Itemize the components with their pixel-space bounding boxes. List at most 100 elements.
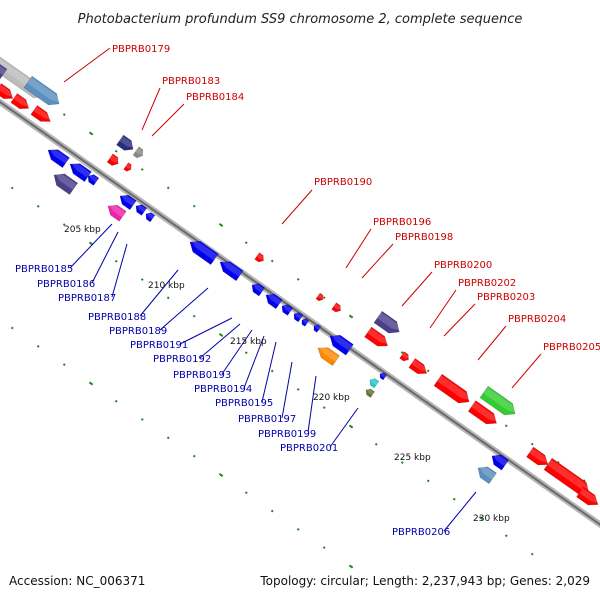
gene-steelblue[interactable] bbox=[23, 75, 63, 109]
gene-rev[interactable] bbox=[85, 172, 100, 186]
tick-marks bbox=[10, 76, 586, 569]
tick-mark bbox=[192, 204, 196, 208]
gene-fwd[interactable] bbox=[106, 153, 121, 168]
tick-mark bbox=[140, 418, 144, 421]
gene-fwd[interactable] bbox=[254, 252, 266, 264]
gene-purple[interactable] bbox=[0, 61, 8, 80]
tick-mark bbox=[218, 223, 224, 227]
scale-label-205: 205 kbp bbox=[64, 225, 101, 235]
gene-fwd[interactable] bbox=[123, 162, 134, 173]
tick-mark bbox=[400, 461, 404, 464]
gene-label-PBPRB0184[interactable]: PBPRB0184 bbox=[186, 92, 244, 103]
gene-rev[interactable] bbox=[300, 317, 310, 327]
gene-fwd[interactable] bbox=[30, 105, 54, 127]
tick-mark bbox=[10, 326, 14, 330]
tick-mark bbox=[166, 186, 170, 190]
gene-label-PBPRB0206[interactable]: PBPRB0206 bbox=[392, 527, 450, 538]
gene-rev[interactable] bbox=[67, 159, 92, 182]
gene-purple[interactable] bbox=[50, 169, 79, 195]
summary-text: Topology: circular; Length: 2,237,943 bp… bbox=[259, 574, 590, 588]
gene-label-PBPRB0192[interactable]: PBPRB0192 bbox=[153, 354, 211, 365]
gene-fwd[interactable] bbox=[467, 400, 500, 429]
gene-cyan[interactable] bbox=[368, 377, 380, 389]
gene-fwd[interactable] bbox=[433, 373, 473, 407]
gene-fwd[interactable] bbox=[315, 292, 325, 302]
accession-text: Accession: NC_006371 bbox=[9, 574, 145, 588]
gene-olive[interactable] bbox=[364, 387, 375, 398]
leader-line bbox=[141, 87, 161, 131]
gene-label-PBPRB0190[interactable]: PBPRB0190 bbox=[314, 177, 372, 188]
gene-features bbox=[0, 55, 600, 509]
leader-line bbox=[69, 223, 113, 269]
gene-label-PBPRB0186[interactable]: PBPRB0186 bbox=[37, 279, 95, 290]
gene-rev[interactable] bbox=[279, 302, 294, 316]
gene-rev[interactable] bbox=[312, 323, 322, 333]
gene-label-PBPRB0197[interactable]: PBPRB0197 bbox=[238, 414, 296, 425]
gene-rev[interactable] bbox=[117, 192, 137, 211]
gene-label-PBPRB0188[interactable]: PBPRB0188 bbox=[88, 312, 146, 323]
gene-rev[interactable] bbox=[144, 211, 156, 223]
gene-fwd[interactable] bbox=[0, 83, 16, 103]
gene-label-PBPRB0179[interactable]: PBPRB0179 bbox=[112, 44, 170, 55]
gene-fwd[interactable] bbox=[10, 93, 32, 113]
gene-green[interactable] bbox=[479, 385, 519, 419]
leader-line bbox=[139, 269, 179, 317]
gene-label-PBPRB0194[interactable]: PBPRB0194 bbox=[194, 384, 252, 395]
tick-mark bbox=[244, 241, 248, 245]
tick-mark bbox=[478, 516, 484, 521]
gene-steelblue[interactable] bbox=[474, 463, 497, 485]
gene-magenta[interactable] bbox=[105, 201, 127, 222]
gene-rev[interactable] bbox=[45, 145, 70, 168]
gene-rev[interactable] bbox=[489, 451, 509, 471]
gene-label-PBPRB0203[interactable]: PBPRB0203 bbox=[477, 292, 535, 303]
gene-label-PBPRB0196[interactable]: PBPRB0196 bbox=[373, 217, 431, 228]
gene-label-PBPRB0189[interactable]: PBPRB0189 bbox=[109, 326, 167, 337]
gene-rev[interactable] bbox=[378, 372, 388, 381]
leader-line bbox=[281, 189, 313, 225]
scale-label-210: 210 kbp bbox=[148, 281, 185, 291]
leader-line bbox=[361, 243, 394, 279]
tick-mark bbox=[426, 479, 430, 483]
gene-fwd[interactable] bbox=[576, 486, 600, 509]
scale-label-215: 215 kbp bbox=[230, 337, 267, 347]
gene-fwd[interactable] bbox=[526, 446, 552, 469]
gene-label-PBPRB0202[interactable]: PBPRB0202 bbox=[458, 278, 516, 289]
gene-grey-small[interactable] bbox=[132, 146, 145, 160]
gene-navy[interactable] bbox=[116, 134, 137, 154]
gene-rev[interactable] bbox=[263, 291, 283, 310]
tick-mark bbox=[62, 363, 66, 367]
gene-label-PBPRB0183[interactable]: PBPRB0183 bbox=[162, 76, 220, 87]
gene-label-PBPRB0204[interactable]: PBPRB0204 bbox=[508, 314, 566, 325]
gene-label-PBPRB0201[interactable]: PBPRB0201 bbox=[280, 443, 338, 454]
gene-label-PBPRB0205[interactable]: PBPRB0205 bbox=[543, 342, 600, 353]
gene-label-PBPRB0199[interactable]: PBPRB0199 bbox=[258, 429, 316, 440]
gene-fwd[interactable] bbox=[408, 358, 430, 378]
tick-mark bbox=[296, 527, 300, 531]
scale-label-225: 225 kbp bbox=[394, 453, 431, 463]
gene-label-PBPRB0185[interactable]: PBPRB0185 bbox=[15, 264, 73, 275]
gene-label-PBPRB0191[interactable]: PBPRB0191 bbox=[130, 340, 188, 351]
label-leader-lines bbox=[63, 47, 542, 532]
gene-label-PBPRB0193[interactable]: PBPRB0193 bbox=[173, 370, 231, 381]
gene-rev[interactable] bbox=[217, 257, 244, 282]
gene-label-PBPRB0187[interactable]: PBPRB0187 bbox=[58, 293, 116, 304]
gene-label-PBPRB0200[interactable]: PBPRB0200 bbox=[434, 260, 492, 271]
gene-rev[interactable] bbox=[326, 331, 354, 356]
gene-rev[interactable] bbox=[249, 281, 266, 297]
gene-fwd[interactable] bbox=[364, 326, 392, 351]
tick-mark bbox=[88, 131, 94, 136]
gene-rev[interactable] bbox=[133, 202, 148, 216]
leader-line bbox=[401, 271, 433, 307]
gene-rev[interactable] bbox=[292, 311, 304, 323]
tick-mark bbox=[114, 399, 118, 403]
gene-purple[interactable] bbox=[373, 310, 403, 337]
map-title: Photobacterium profundum SS9 chromosome … bbox=[78, 12, 523, 27]
gene-fwd[interactable] bbox=[399, 351, 411, 363]
gene-orange[interactable] bbox=[315, 343, 340, 366]
gene-label-PBPRB0198[interactable]: PBPRB0198 bbox=[395, 232, 453, 243]
tick-mark bbox=[348, 424, 354, 429]
gene-rev[interactable] bbox=[186, 237, 219, 266]
gene-label-PBPRB0195[interactable]: PBPRB0195 bbox=[215, 398, 273, 409]
gene-fwd[interactable] bbox=[331, 302, 343, 314]
leader-line bbox=[307, 375, 317, 433]
